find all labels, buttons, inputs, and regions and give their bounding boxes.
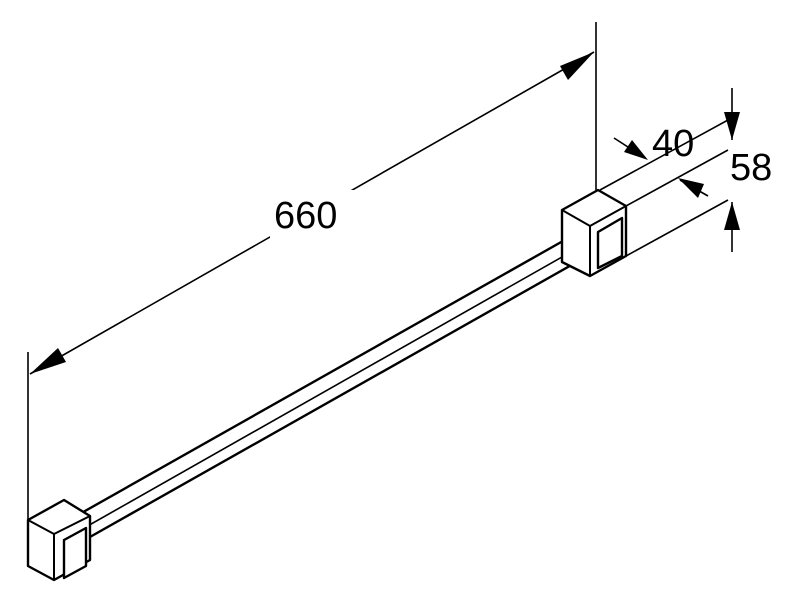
left-end-bracket [26, 498, 92, 582]
arrowhead-58-bottom [724, 202, 740, 230]
extension-line-height-bottom [625, 199, 729, 257]
arrowhead-58-diagonal [678, 178, 704, 198]
right-end-bracket [560, 188, 628, 278]
arrowhead-right-660 [560, 52, 594, 80]
dimension-label-40: 40 [652, 123, 694, 165]
extension-line-depth-top [599, 119, 729, 191]
dimension-label-660: 660 [274, 195, 337, 237]
arrowhead-left-660 [30, 348, 66, 374]
extension-line-depth-front [625, 149, 729, 207]
arrowhead-58-top [724, 112, 740, 140]
dimension-label-58: 58 [730, 147, 772, 189]
dimension-label-mask-660 [270, 190, 356, 238]
rail-bar [60, 226, 600, 548]
arrowhead-40 [624, 140, 648, 160]
